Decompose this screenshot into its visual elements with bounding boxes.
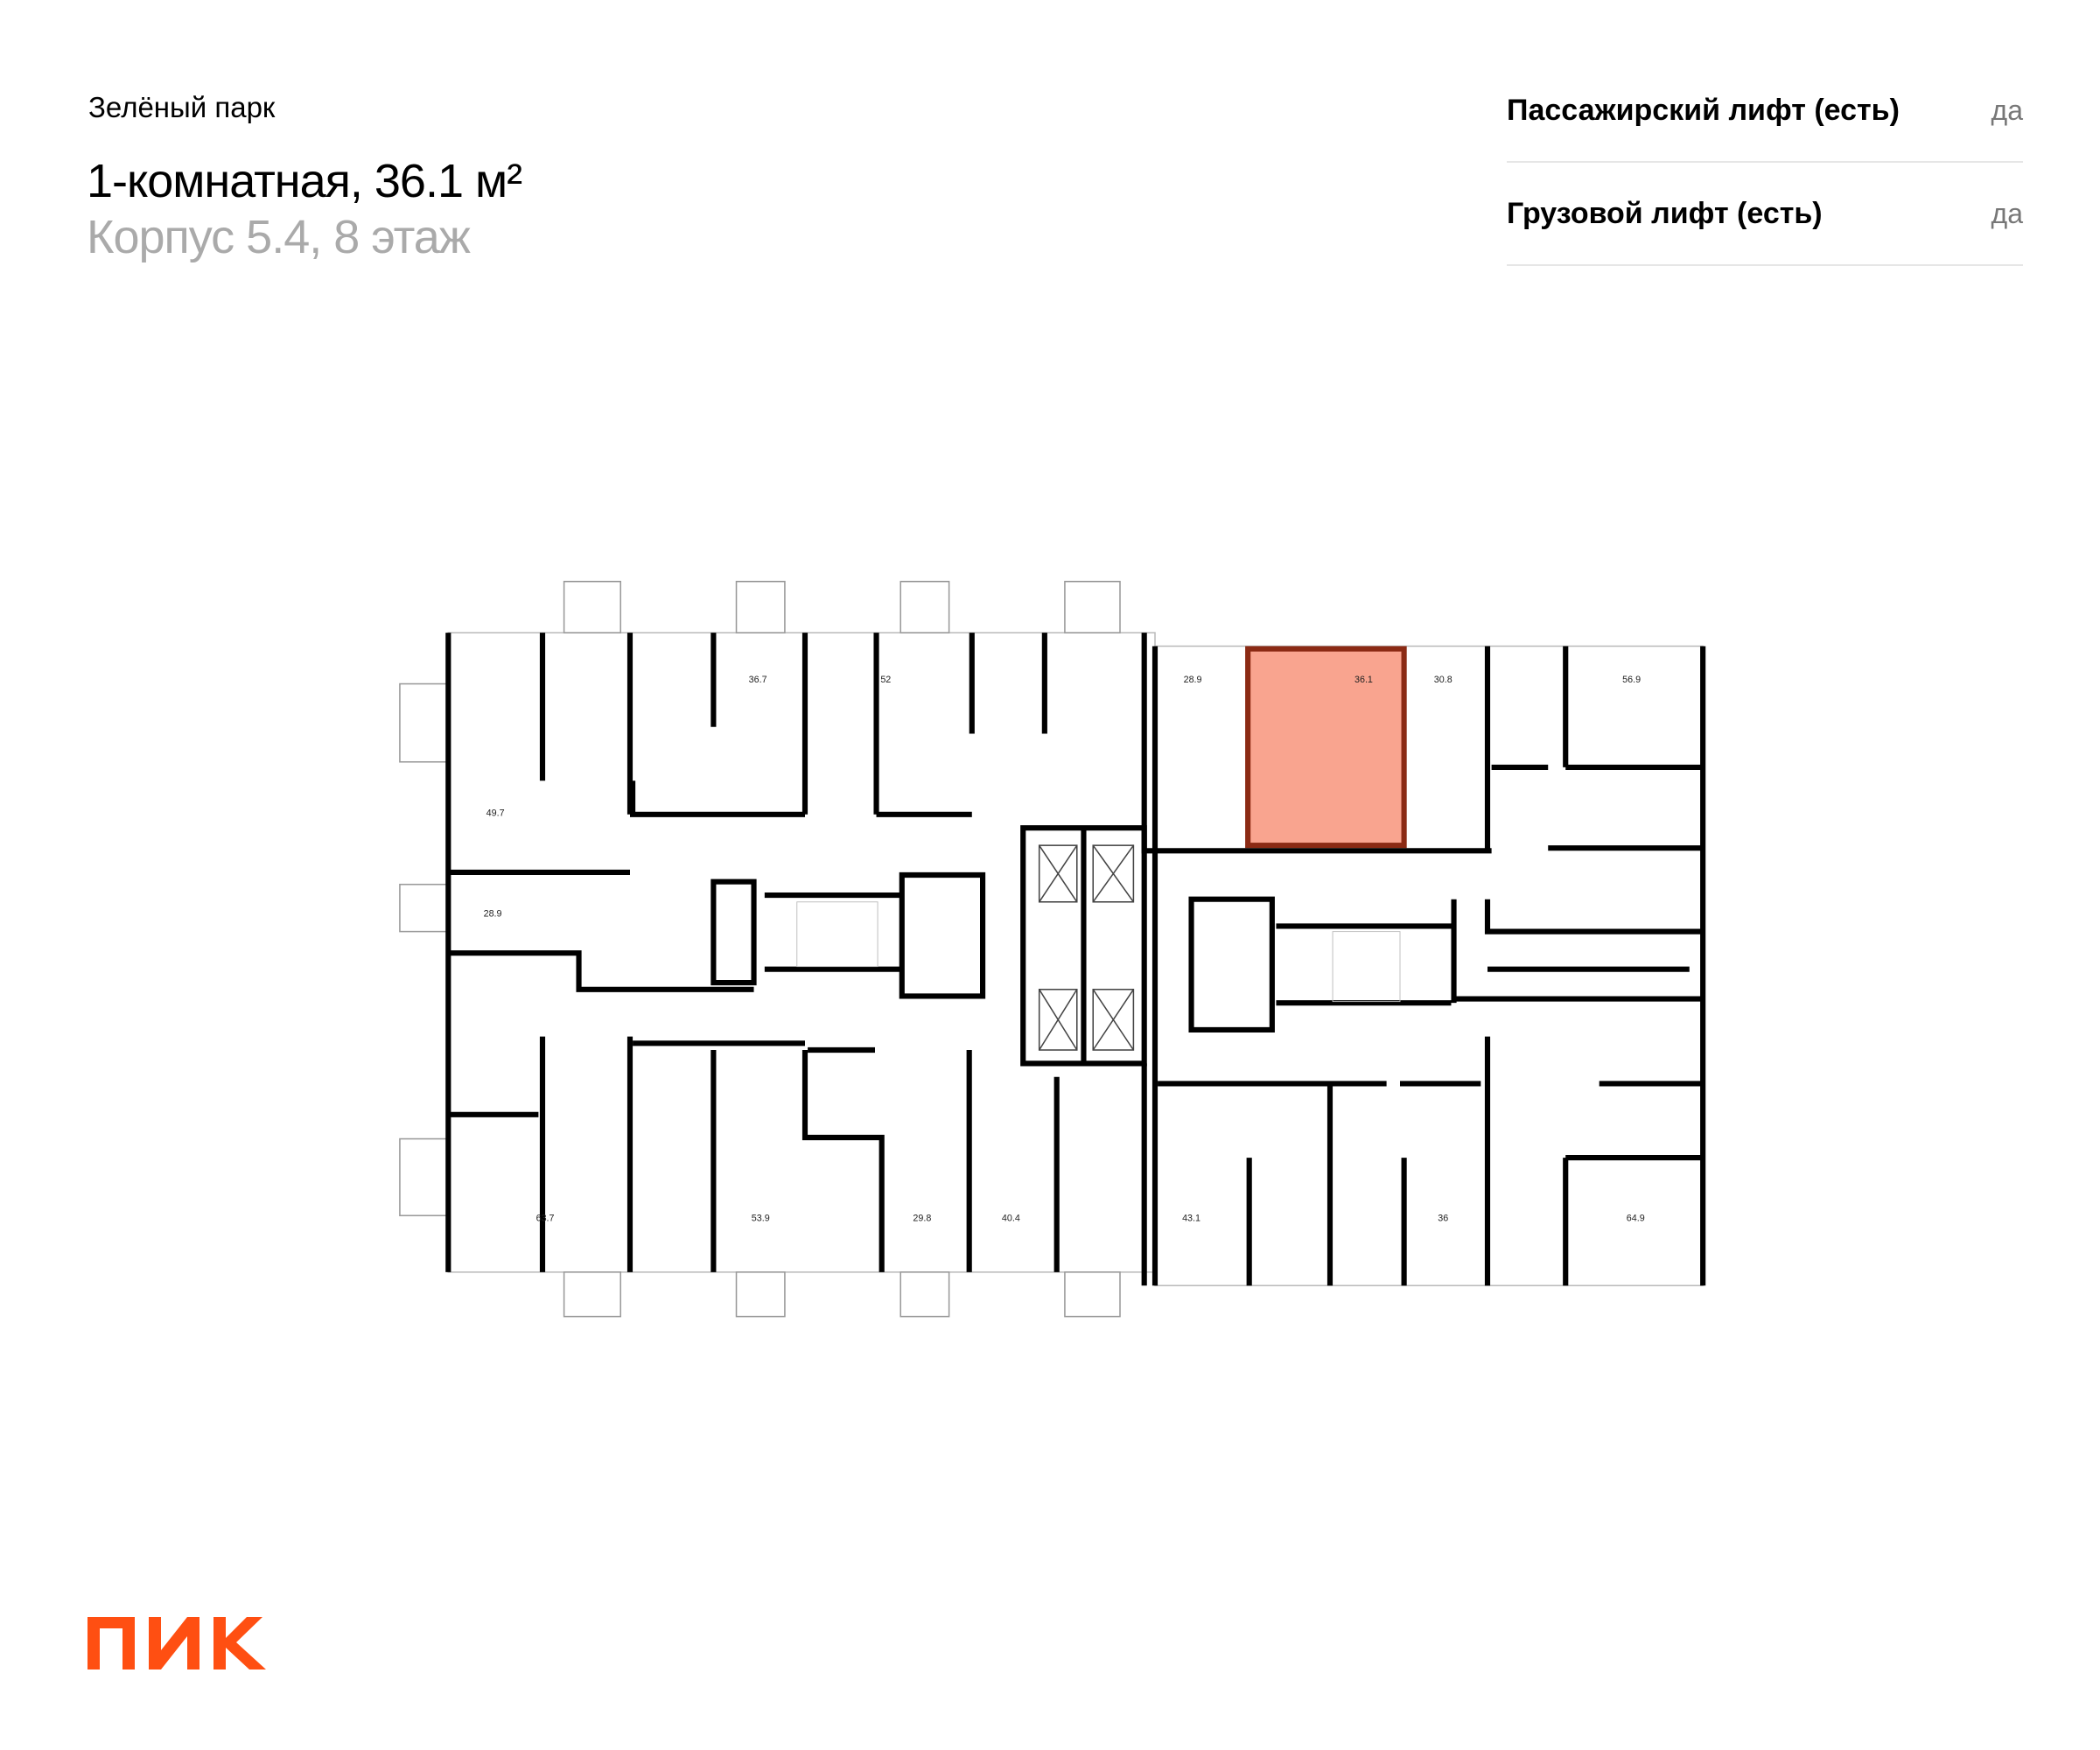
unit-label[interactable]: 64.9 (1627, 1213, 1645, 1223)
balconies (399, 580, 1121, 1318)
staircases (796, 901, 1401, 1003)
walls (445, 633, 1706, 1286)
feature-name: Пассажирский лифт (есть) (1507, 93, 1900, 127)
unit-label[interactable]: 29.8 (913, 1213, 931, 1223)
unit-label[interactable]: 52 (880, 675, 891, 685)
feature-value: да (1991, 197, 2023, 229)
building-floor: Корпус 5.4, 8 этаж (87, 211, 471, 263)
facade-outline (447, 632, 1704, 1286)
selected-apartment[interactable] (1245, 646, 1407, 849)
feature-freight-lift: Грузовой лифт (есть) да (1507, 163, 2023, 266)
feature-name: Грузовой лифт (есть) (1507, 196, 1823, 230)
unit-labels: 36.7 52 28.9 36.1 30.8 56.9 49.7 28.9 63… (484, 675, 1645, 1223)
unit-label[interactable]: 28.9 (484, 909, 502, 920)
pik-logo (88, 1617, 266, 1670)
apartment-title: 1-комнатная, 36.1 м² (87, 155, 522, 207)
unit-label[interactable]: 28.9 (1184, 675, 1202, 685)
elevator-shafts (1038, 844, 1135, 1051)
unit-label-selected[interactable]: 36.1 (1354, 675, 1373, 685)
unit-label[interactable]: 36 (1438, 1213, 1448, 1223)
unit-label[interactable]: 56.9 (1622, 675, 1641, 685)
features-list: Пассажирский лифт (есть) да Грузовой лиф… (1507, 60, 2023, 266)
unit-label[interactable]: 30.8 (1434, 675, 1452, 685)
unit-label[interactable]: 53.9 (752, 1213, 770, 1223)
feature-value: да (1991, 94, 2023, 126)
unit-label[interactable]: 40.4 (1002, 1213, 1020, 1223)
unit-label[interactable]: 63.7 (536, 1213, 555, 1223)
unit-label[interactable]: 43.1 (1182, 1213, 1200, 1223)
feature-passenger-lift: Пассажирский лифт (есть) да (1507, 60, 2023, 163)
unit-label[interactable]: 49.7 (486, 808, 505, 818)
unit-label[interactable]: 36.7 (749, 675, 767, 685)
project-name: Зелёный парк (88, 91, 276, 123)
